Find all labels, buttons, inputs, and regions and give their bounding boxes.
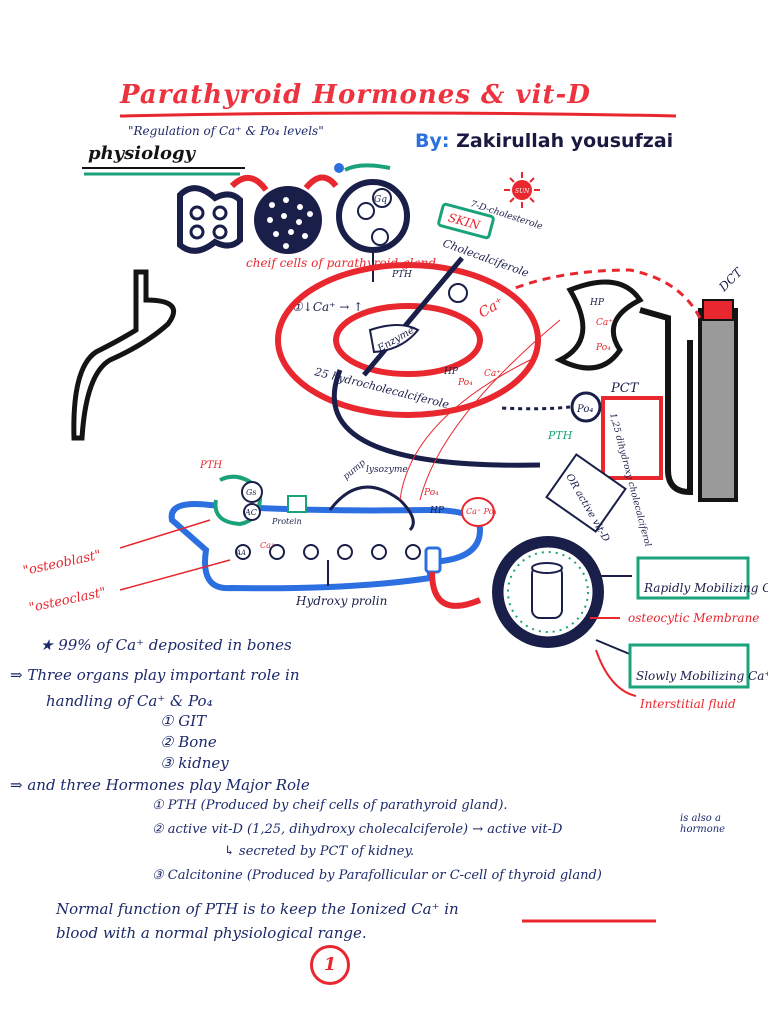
page-number: 1 xyxy=(310,945,350,985)
pct-label: PCT xyxy=(610,381,640,396)
po4-pct-circle xyxy=(570,391,602,423)
title-underline xyxy=(119,111,677,118)
pth-top-label: PTH xyxy=(391,270,412,280)
ca-po4-circle xyxy=(461,497,495,527)
hp-3-label: HP xyxy=(429,506,445,516)
hormone-calcitonine: ③ Calcitonine (Produced by Parafollicula… xyxy=(152,868,602,883)
interstitial-arrow xyxy=(595,649,637,697)
ca-2-label: Ca⁺ xyxy=(484,369,501,379)
author-prefix: By: xyxy=(415,130,450,152)
ac-circle xyxy=(448,283,468,303)
arrow-to-chief-cells xyxy=(229,175,269,192)
po4-flow-line xyxy=(419,319,561,501)
final-line-2: blood with a normal physiological range. xyxy=(56,924,367,942)
skin-box xyxy=(437,202,495,240)
lysozyme-label: lysozyme xyxy=(366,465,408,475)
gs-label: Gs xyxy=(246,488,257,497)
note-99-percent: ★ 99% of Ca⁺ deposited in bones xyxy=(40,636,292,654)
author-name: Zakirullah yousufzai xyxy=(456,130,674,152)
note-three-organs: ⇒ Three organs play important role in xyxy=(10,666,300,684)
osteoblast-pointer xyxy=(119,519,211,549)
po4-1-label: Po₄ xyxy=(595,343,611,353)
hormone-vitd: ② active vit-D (1,25, dihydroxy cholecal… xyxy=(152,822,563,837)
gq-label: Gq xyxy=(374,195,387,205)
osteon xyxy=(492,536,604,648)
nephron xyxy=(554,279,738,502)
section-heading: physiology xyxy=(88,143,195,164)
ca-1-label: Ca⁺ xyxy=(596,318,613,328)
chief-cell-cluster xyxy=(254,186,322,254)
conversion-arrow xyxy=(362,256,464,377)
po4-excretion-arrow xyxy=(499,405,571,411)
po4-2-label: Po₄ xyxy=(457,378,473,388)
arrow-to-osteon xyxy=(429,571,482,609)
pth-receptor-cell xyxy=(213,474,263,527)
arrow-to-chief-cell xyxy=(303,174,339,190)
liver xyxy=(275,262,541,468)
ca-flow-line xyxy=(399,359,531,501)
hormone-vitd-secreted: ↳ secreted by PCT of kidney. xyxy=(224,844,415,859)
aa-label: AA xyxy=(235,549,246,557)
final-line-1: Normal function of PTH is to keep the Io… xyxy=(56,900,459,918)
rapidly-box xyxy=(636,556,750,600)
interstitial-label: Interstitial fluid xyxy=(639,697,736,711)
section-underline xyxy=(82,167,245,176)
sun-icon xyxy=(504,172,540,208)
sun-label: SUN xyxy=(515,188,530,195)
organ-git: ① GIT xyxy=(160,712,207,730)
note-three-hormones: ⇒ and three Hormones play Major Role xyxy=(10,776,310,794)
enzyme-shape xyxy=(368,324,420,354)
slowly-box xyxy=(628,643,750,689)
osteoclast-pointer xyxy=(119,559,231,591)
ca-po4-label: Ca⁺ Po₄ xyxy=(466,507,497,516)
parathyroid-gland xyxy=(177,185,243,254)
page-title: Parathyroid Hormones & vit-D xyxy=(120,80,591,110)
dct-reabsorption-arrow xyxy=(509,268,702,319)
protein-label: Protein xyxy=(271,517,302,526)
po4-pct-label: Po₄ xyxy=(576,404,593,415)
ac-label: AC xyxy=(244,508,257,517)
stomach-git xyxy=(71,269,176,441)
hormone-vitd-note: is also a hormone xyxy=(680,813,726,835)
organ-kidney: ③ kidney xyxy=(160,754,229,772)
feedback-label: ①↓Ca⁺ → ↑ xyxy=(292,300,363,314)
organ-bone: ② Bone xyxy=(160,733,217,751)
osteocytic-label: osteocytic Membrane xyxy=(628,611,759,625)
pth-kidney-label: PTH xyxy=(547,429,573,442)
note-handling: handling of Ca⁺ & Po₄ xyxy=(46,692,213,710)
aa-chain xyxy=(235,544,421,560)
hormone-pth: ① PTH (Produced by cheif cells of parath… xyxy=(152,798,508,813)
hp-1-label: HP xyxy=(589,298,605,308)
active-vitd-box xyxy=(545,453,627,533)
ionized-underline xyxy=(522,919,656,923)
ca-bone-label: Ca⁺ xyxy=(260,541,275,550)
slowly-label: Slowly Mobilizing Ca⁺ xyxy=(636,669,768,683)
po4-3-label: Po₄ xyxy=(423,488,439,498)
rapidly-label: Rapidly Mobilizing Ca⁺ xyxy=(643,581,768,595)
protein-box xyxy=(287,495,307,513)
hydroxy-prolin-label: Hydroxy prolin xyxy=(295,594,387,608)
author-line: By: Zakirullah yousufzai xyxy=(415,130,673,152)
pth-bone-label: PTH xyxy=(199,460,222,471)
hp-2-label: HP xyxy=(443,367,459,377)
page-subtitle: "Regulation of Ca⁺ & Po₄ levels" xyxy=(128,124,324,138)
slow-arrow xyxy=(595,639,633,656)
